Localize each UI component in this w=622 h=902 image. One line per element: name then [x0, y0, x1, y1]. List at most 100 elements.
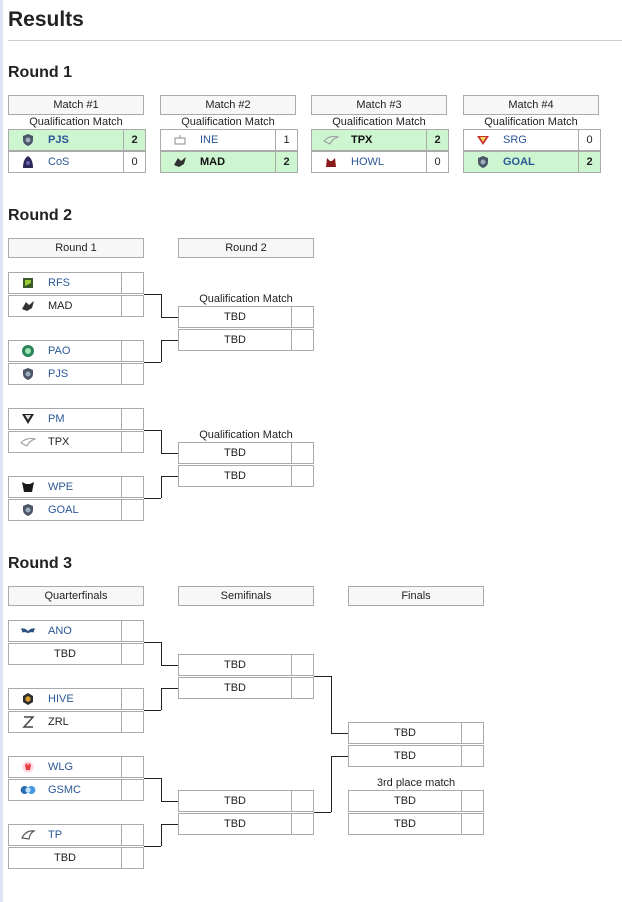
bracket-team-row[interactable]: GOAL — [8, 499, 144, 521]
score-box — [121, 364, 143, 384]
shield-icon — [20, 503, 36, 517]
wing-icon — [323, 133, 339, 147]
team-name[interactable]: ANO — [48, 625, 72, 637]
score-box — [121, 477, 143, 497]
team-name[interactable]: CoS — [48, 156, 70, 168]
team-name[interactable]: GOAL — [48, 504, 79, 516]
bracket-tbd-row[interactable]: TBD — [178, 790, 314, 812]
team-name[interactable]: MAD — [48, 300, 73, 312]
finals-header: Finals — [348, 586, 484, 606]
zrl-icon — [20, 715, 36, 729]
match-team-row[interactable]: TPX 2 — [311, 129, 449, 151]
team-name[interactable]: GSMC — [48, 784, 81, 796]
bracket-tbd-row[interactable]: TBD — [348, 745, 484, 767]
bracket-tbd-row[interactable]: TBD — [348, 790, 484, 812]
team-name[interactable]: TPX — [351, 134, 373, 146]
page-title: Results — [8, 8, 84, 31]
bracket-team-row[interactable]: RFS — [8, 272, 144, 294]
team-name[interactable]: WPE — [48, 481, 74, 493]
bracket-tbd-row[interactable]: TBD — [178, 813, 314, 835]
team-name[interactable]: SRG — [503, 134, 527, 146]
tbd-label: TBD — [224, 311, 246, 323]
team-score: 0 — [426, 152, 448, 172]
bracket-team-row[interactable]: MAD — [8, 295, 144, 317]
tp-icon — [20, 828, 36, 842]
team-name[interactable]: GOAL — [503, 156, 535, 168]
team-name[interactable]: MAD — [200, 156, 226, 168]
bracket-tbd-row[interactable]: TBD — [348, 722, 484, 744]
quarterfinals-header: Quarterfinals — [8, 586, 144, 606]
third-place-label: 3rd place match — [376, 777, 456, 789]
beast-icon — [172, 155, 188, 169]
team-name[interactable]: RFS — [48, 277, 70, 289]
match-team-row[interactable]: HOWL 0 — [311, 151, 449, 173]
tbd-label: TBD — [394, 818, 416, 830]
team-name[interactable]: PJS — [48, 134, 69, 146]
team-name[interactable]: INE — [200, 134, 219, 146]
bracket-tbd-row[interactable]: TBD — [8, 643, 144, 665]
team-name[interactable]: PM — [48, 413, 65, 425]
bracket-team-row[interactable]: WPE — [8, 476, 144, 498]
bracket-connector — [161, 476, 178, 477]
qualification-label: Qualification Match — [199, 293, 293, 305]
gsmc-icon — [20, 783, 36, 797]
score-box — [121, 273, 143, 293]
bracket-team-row[interactable]: PAO — [8, 340, 144, 362]
bracket-connector — [144, 846, 161, 847]
bracket-team-row[interactable]: TPX — [8, 431, 144, 453]
bracket-tbd-row[interactable]: TBD — [348, 813, 484, 835]
bracket-connector — [161, 453, 178, 454]
bracket-connector — [144, 362, 161, 363]
tbd-label: TBD — [224, 682, 246, 694]
team-name[interactable]: TP — [48, 829, 63, 841]
bracket-connector — [144, 498, 161, 499]
tbd-label: TBD — [224, 470, 246, 482]
bracket-team-row[interactable]: HIVE — [8, 688, 144, 710]
team-name[interactable]: WLG — [48, 761, 74, 773]
bracket-tbd-row[interactable]: TBD — [178, 442, 314, 464]
team-name[interactable]: HOWL — [351, 156, 384, 168]
bracket-team-row[interactable]: WLG — [8, 756, 144, 778]
score-box — [461, 791, 483, 811]
bracket-tbd-row[interactable]: TBD — [178, 654, 314, 676]
bracket-team-row[interactable]: PM — [8, 408, 144, 430]
bracket-connector — [144, 710, 161, 711]
team-name[interactable]: PJS — [48, 368, 69, 380]
bracket-tbd-row[interactable]: TBD — [178, 677, 314, 699]
round3-heading: Round 3 — [8, 555, 72, 572]
team-score: 2 — [426, 130, 448, 150]
team-name[interactable]: HIVE — [48, 693, 74, 705]
bracket-tbd-row[interactable]: TBD — [178, 465, 314, 487]
bracket-connector — [161, 642, 162, 665]
bracket-tbd-row[interactable]: TBD — [178, 306, 314, 328]
bracket-tbd-row[interactable]: TBD — [8, 847, 144, 869]
match-3-header: Match #3 — [311, 95, 447, 115]
round2-col1-header: Round 1 — [8, 238, 144, 258]
bracket-connector — [314, 676, 331, 677]
team-name[interactable]: ZRL — [48, 716, 69, 728]
bracket-team-row[interactable]: GSMC — [8, 779, 144, 801]
bracket-team-row[interactable]: ANO — [8, 620, 144, 642]
tbd-label: TBD — [224, 795, 246, 807]
left-border — [0, 0, 3, 902]
bracket-connector — [161, 824, 178, 825]
team-name[interactable]: TPX — [48, 436, 70, 448]
tbd-label: TBD — [224, 659, 246, 671]
score-box — [121, 712, 143, 732]
bracket-tbd-row[interactable]: TBD — [178, 329, 314, 351]
score-box — [121, 757, 143, 777]
round1-heading: Round 1 — [8, 64, 72, 81]
score-box — [121, 296, 143, 316]
bracket-team-row[interactable]: PJS — [8, 363, 144, 385]
bracket-team-row[interactable]: TP — [8, 824, 144, 846]
bracket-connector — [161, 778, 162, 801]
bracket-team-row[interactable]: ZRL — [8, 711, 144, 733]
match-2-header: Match #2 — [160, 95, 296, 115]
team-name[interactable]: PAO — [48, 345, 71, 357]
